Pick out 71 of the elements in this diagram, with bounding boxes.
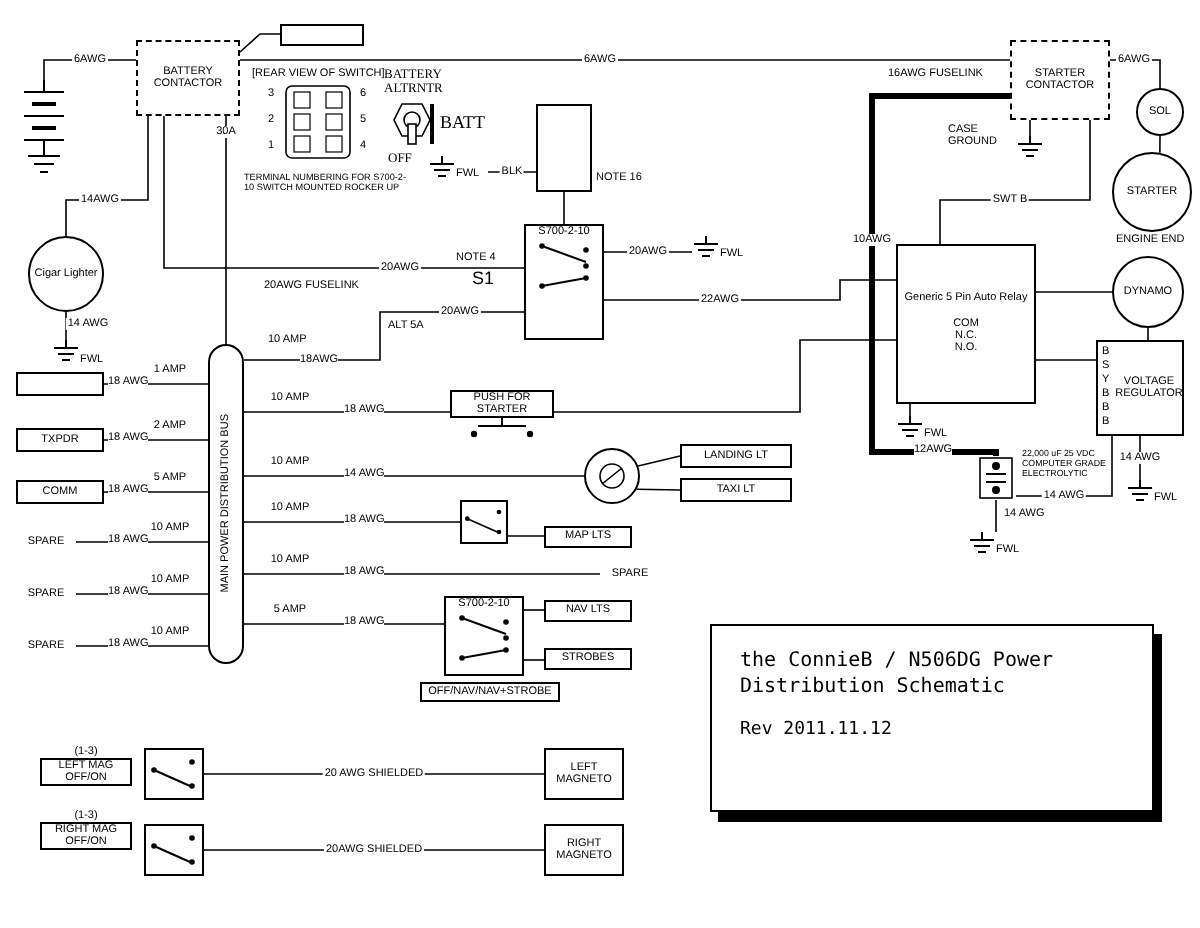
component-box [16, 372, 104, 396]
switch-tag [40, 740, 132, 792]
wire [637, 455, 681, 467]
wire [103, 439, 209, 441]
wire [1035, 291, 1113, 293]
lighter-socket [28, 236, 104, 312]
wire [243, 623, 445, 625]
wire [635, 488, 681, 491]
wire [243, 521, 461, 523]
wire [225, 115, 227, 345]
wire [523, 609, 545, 611]
starter-motor [1112, 152, 1192, 232]
rocker-switch [444, 596, 524, 676]
wire [603, 279, 897, 301]
wire [939, 119, 1091, 245]
switch-position: BATT [440, 112, 485, 133]
wire [239, 59, 1011, 61]
wire [563, 191, 565, 225]
wire [163, 115, 525, 269]
component-box [680, 478, 792, 502]
switch-symbol [460, 500, 508, 544]
component-box [680, 444, 792, 468]
wire [553, 339, 897, 413]
magneto-box [544, 748, 624, 800]
switch-tag [40, 804, 132, 856]
capacitor-symbol [976, 456, 1016, 500]
wire [243, 411, 451, 413]
wire [869, 93, 1010, 458]
wire [65, 311, 67, 341]
contactor-box [1010, 40, 1110, 120]
wire [523, 659, 545, 661]
battery-symbol [20, 80, 68, 176]
lamp-symbol [584, 448, 640, 504]
solenoid-circle [1136, 88, 1184, 136]
wire [1035, 359, 1097, 361]
bus-bar [208, 344, 244, 664]
regulator-box [1096, 340, 1184, 436]
wire [103, 491, 209, 493]
warning-light-box [536, 104, 592, 192]
revision-text: Rev 2011.11.12 [740, 720, 894, 740]
switch-symbol [144, 824, 204, 876]
wire [995, 499, 997, 533]
component-box [16, 428, 104, 452]
dynamo-circle [1112, 256, 1184, 328]
wire [239, 33, 281, 53]
switch-symbol [144, 748, 204, 800]
switch-designator: S1 [472, 268, 497, 289]
wire [75, 541, 209, 543]
ground-symbol [1016, 136, 1044, 160]
title-text: the ConnieB / N506DG Power Distribution Schematic [740, 650, 1056, 700]
magneto-box [544, 824, 624, 876]
wire [243, 573, 601, 575]
relay-box [896, 244, 1036, 404]
wire [1029, 119, 1031, 137]
component-box [280, 24, 364, 46]
wire [507, 535, 545, 537]
wire [909, 403, 911, 417]
push-button-switch [450, 388, 554, 440]
wire [75, 645, 209, 647]
rocker-switch [524, 224, 604, 340]
wire [103, 383, 209, 385]
component-box [16, 480, 104, 504]
component-box [544, 526, 632, 548]
wire [1147, 327, 1149, 341]
wire [1159, 135, 1161, 154]
wire [75, 593, 209, 595]
component-box [544, 648, 632, 670]
contactor-box [136, 40, 240, 116]
position-label-box [420, 682, 560, 702]
wire [243, 475, 585, 477]
component-box [544, 600, 632, 622]
